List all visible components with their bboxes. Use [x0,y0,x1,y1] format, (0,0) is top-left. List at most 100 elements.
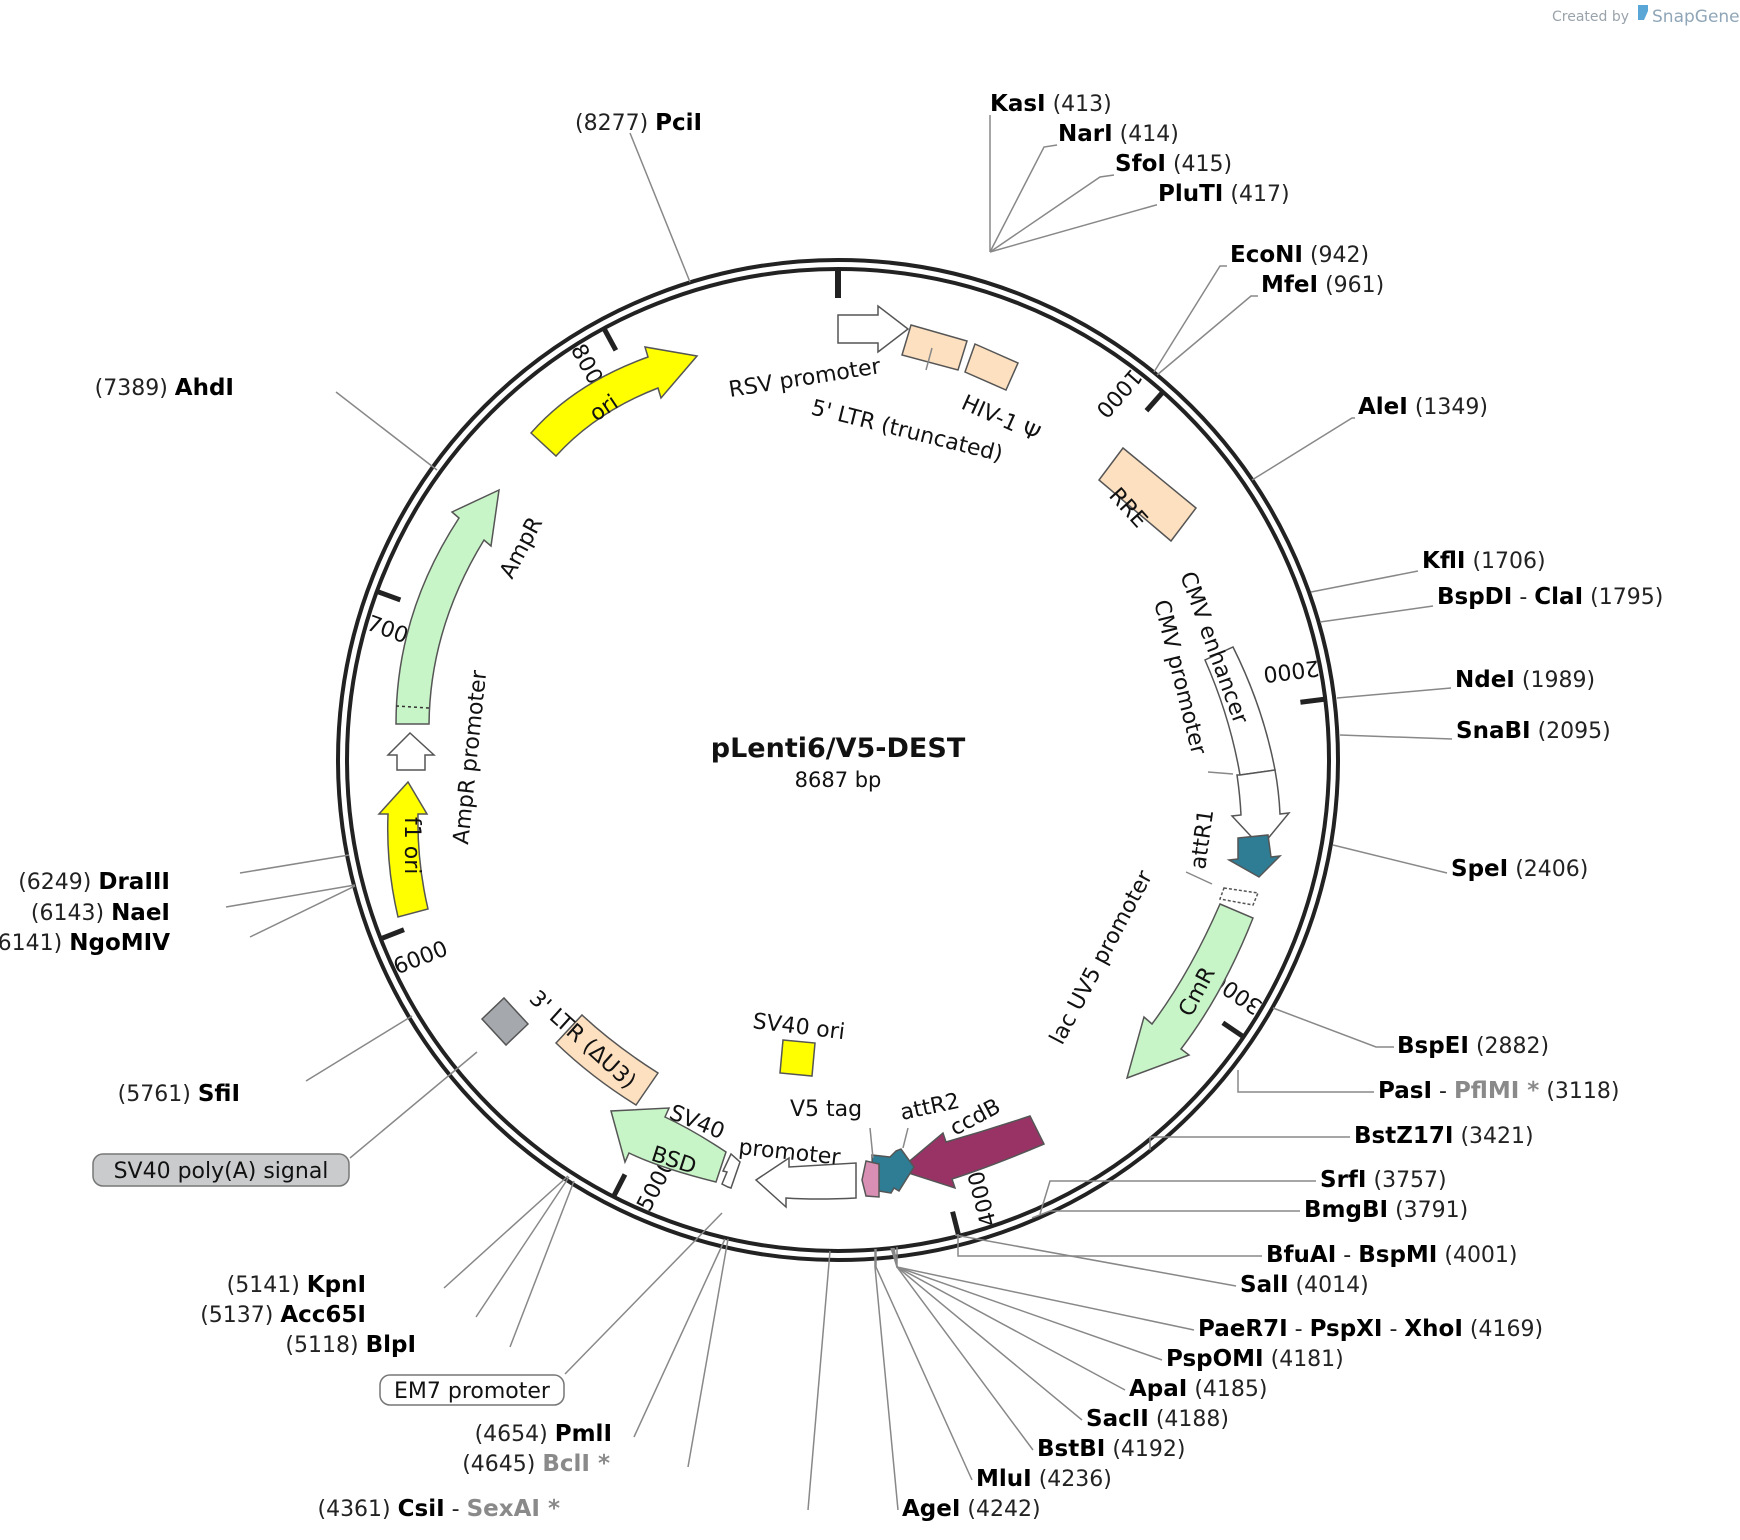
sv40-polya-callout [92,1153,350,1187]
leader-econi [1153,265,1227,373]
site-snabi[interactable]: SnaBI (2095) [1456,718,1611,744]
site-ngomiv[interactable]: (6141) NgoMIV [0,930,170,956]
site-bstbi[interactable]: BstBI (4192) [1037,1436,1185,1462]
site-sfii[interactable]: (5761) SfiI [118,1081,240,1107]
site-label-pmli: (4654) PmlI [475,1421,612,1447]
leader-paer7i [896,1247,1195,1331]
cmv-leader [1207,771,1234,775]
site-bstz17i[interactable]: BstZ17I (3421) [1354,1123,1534,1149]
site-bspdi[interactable]: BspDI - ClaI (1795) [1437,584,1663,610]
site-label-bstbi: BstBI (4192) [1037,1436,1185,1462]
site-bspei[interactable]: BspEI (2882) [1397,1033,1549,1059]
rre-box[interactable] [1097,446,1198,543]
ori-arrow[interactable] [529,346,699,458]
site-kfli[interactable]: KflI (1706) [1422,548,1546,574]
leader-agei [874,1249,899,1511]
tick-label-2000: 2000 [1262,654,1321,686]
attr1-arrow[interactable] [1226,834,1283,878]
tick-5000 [611,1173,628,1198]
sv40-promoter-arrow[interactable] [754,1156,857,1209]
bsd-arrow[interactable] [610,1107,727,1183]
sv40-polya-box[interactable] [480,996,530,1047]
site-ndei[interactable]: NdeI (1989) [1455,667,1595,693]
rsv-promoter-arrow[interactable] [837,304,910,354]
site-kasi[interactable]: KasI (413) [990,91,1112,117]
site-acc65i[interactable]: (5137) Acc65I [200,1302,366,1328]
v5-tag-box[interactable] [861,1160,880,1198]
site-naei[interactable]: (6143) NaeI [31,900,170,926]
site-draiii[interactable]: (6249) DraIII [18,869,170,895]
attr1-dashed-segment [1218,887,1260,906]
site-sacii[interactable]: SacII (4188) [1086,1406,1229,1432]
restriction-sites: (8277) PciI KasI (413) NarI (414) SfoI (415… [0,91,1663,1522]
site-pmli[interactable]: (4654) PmlI [475,1421,612,1447]
site-kpni[interactable]: (5141) KpnI [227,1272,366,1298]
em7-callout [379,1374,565,1406]
site-bcli[interactable]: (4645) BclI * [462,1451,610,1477]
site-bmgbi[interactable]: BmgBI (3791) [1304,1197,1468,1223]
site-alei[interactable]: AleI (1349) [1358,394,1488,420]
leader-kfli [1310,570,1419,593]
site-leader-lines [225,115,1453,1511]
site-nari[interactable]: NarI (414) [1058,121,1179,147]
tick-3000 [1221,1020,1245,1039]
f1-ori-arrow[interactable] [377,780,429,918]
leader-ahdi [335,391,438,471]
site-econi[interactable]: EcoNI (942) [1230,242,1369,268]
site-label-bspei: BspEI (2882) [1397,1033,1549,1059]
site-pcii[interactable]: (8277) PciI [575,110,702,136]
leader-bspdi [1319,605,1434,623]
ltr5-leader [925,347,933,371]
site-label-pasi: PasI - PflMI * (3118) [1378,1078,1620,1104]
site-csii[interactable]: (4361) CsiI - SexAI * [317,1496,560,1522]
hiv1-psi-box[interactable] [964,342,1019,391]
leader-acc65i [475,1176,570,1318]
label-ltr3: 3' LTR (ΔU3) [524,986,641,1094]
sv40-polya-leader [349,1051,478,1159]
ccdb-arrow[interactable] [897,1115,1046,1190]
site-label-ahdi: (7389) AhdI [95,375,234,401]
site-label-ngomiv: (6141) NgoMIV [0,930,170,956]
site-mlui[interactable]: MluI (4236) [976,1466,1112,1492]
site-agei[interactable]: AgeI (4242) [902,1496,1041,1522]
label-lac-uv5-promoter: lac UV5 promoter [1045,866,1158,1049]
site-apai[interactable]: ApaI (4185) [1129,1376,1268,1402]
site-sfoi[interactable]: SfoI (415) [1115,151,1232,177]
site-label-sali: SalI (4014) [1240,1272,1369,1298]
backbone-outer [336,258,1340,1262]
v5-leader [869,1127,874,1159]
tick-label-4000: 4000 [964,1168,1002,1228]
leader-bstbi [890,1247,1034,1451]
em7-callout-text: EM7 promoter [394,1379,551,1404]
label-attr1: attR1 [1186,808,1219,871]
site-sali[interactable]: SalI (4014) [1240,1272,1369,1298]
leader-pasi [1237,1070,1374,1093]
em7-promoter-arrow[interactable] [721,1152,741,1189]
ampr-promoter-arrow[interactable] [386,731,436,771]
site-label-mlui: MluI (4236) [976,1466,1112,1492]
site-label-paer7i: PaeR7I - PspXI - XhoI (4169) [1198,1316,1543,1342]
site-srfi[interactable]: SrfI (3757) [1320,1167,1447,1193]
sv40-ori-box[interactable] [779,1039,816,1077]
site-pasi[interactable]: PasI - PflMI * (3118) [1378,1078,1620,1104]
cmr-arrow[interactable] [1125,903,1254,1080]
attr2-arrow[interactable] [871,1148,915,1194]
ltr3-box[interactable] [554,1013,660,1107]
site-pluti[interactable]: PluTI (417) [1158,181,1290,207]
site-pspomi[interactable]: PspOMI (4181) [1166,1346,1344,1372]
leader-spei [1332,844,1448,874]
leader-draiii [239,854,350,874]
site-bfuai[interactable]: BfuAI - BspMI (4001) [1266,1242,1518,1268]
ampr-arrow[interactable] [395,488,500,725]
leader-bfuai [957,1234,1262,1257]
site-mfei[interactable]: MfeI (961) [1261,272,1384,298]
label-ampr-promoter: AmpR promoter [449,668,492,845]
site-label-kasi: KasI (413) [990,91,1112,117]
leader-snabi [1339,734,1453,740]
site-blpi[interactable]: (5118) BlpI [285,1332,416,1358]
site-label-naei: (6143) NaeI [31,900,170,926]
site-paer7i[interactable]: PaeR7I - PspXI - XhoI (4169) [1198,1316,1543,1342]
site-ahdi[interactable]: (7389) AhdI [95,375,234,401]
ltr5-box[interactable] [901,324,968,371]
site-spei[interactable]: SpeI (2406) [1451,856,1588,882]
